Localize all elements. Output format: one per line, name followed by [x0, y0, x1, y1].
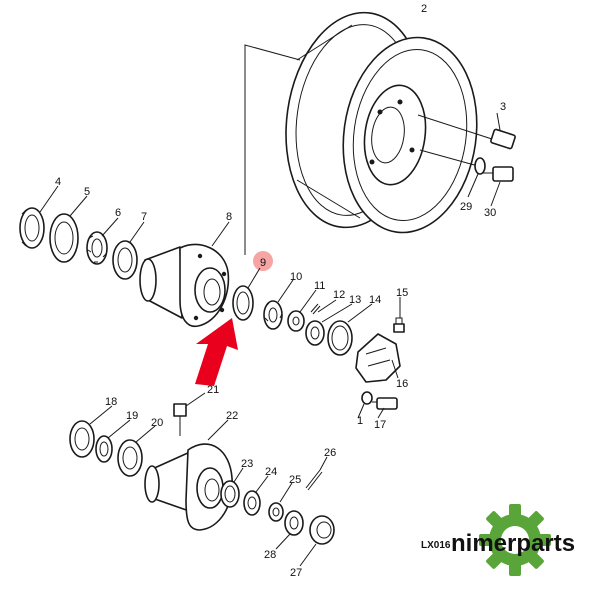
label-16: 16	[396, 378, 408, 390]
label-5: 5	[84, 186, 90, 198]
bearing-cone-24	[243, 490, 261, 516]
seal-23	[220, 480, 240, 508]
cotter-pin-12	[310, 303, 321, 315]
label-15: 15	[396, 287, 408, 299]
seal-9[interactable]	[232, 285, 254, 321]
label-26: 26	[324, 447, 336, 459]
label-17: 17	[374, 419, 386, 431]
bearing-cone-6	[86, 231, 108, 265]
drawing-code: LX016	[421, 540, 451, 551]
hub-22	[144, 443, 233, 531]
seal-5	[49, 213, 79, 263]
brand-logo: nimerparts	[451, 504, 575, 576]
bearing-cone-19	[95, 435, 113, 463]
label-30: 30	[484, 207, 496, 219]
label-14: 14	[369, 294, 381, 306]
wheel-rim	[285, 11, 478, 234]
highlight-arrow	[195, 318, 238, 386]
label-7: 7	[141, 211, 147, 223]
label-27: 27	[290, 567, 302, 579]
label-2: 2	[421, 3, 427, 15]
label-8: 8	[226, 211, 232, 223]
label-1: 1	[357, 415, 363, 427]
label-11: 11	[314, 280, 325, 292]
bearing-cup-20	[117, 439, 143, 477]
grease-fitting-21	[173, 403, 187, 436]
label-12: 12	[333, 289, 345, 301]
label-23: 23	[241, 458, 253, 470]
bolt-1-and-17	[361, 391, 398, 410]
highlight-marker[interactable]	[253, 251, 273, 271]
hub-8	[139, 243, 230, 328]
dust-cap-27	[309, 515, 335, 545]
castle-nut-28	[284, 510, 304, 536]
label-29: 29	[460, 201, 472, 213]
label-24: 24	[265, 466, 277, 478]
label-9: 9	[260, 257, 266, 269]
bearing-cone-10	[263, 300, 283, 330]
washer-11	[287, 310, 305, 332]
label-3: 3	[500, 101, 506, 113]
seal-18	[69, 420, 95, 458]
label-10: 10	[290, 271, 302, 283]
label-19: 19	[126, 410, 138, 422]
label-6: 6	[115, 207, 121, 219]
label-4: 4	[55, 176, 61, 188]
label-18: 18	[105, 396, 117, 408]
label-21: 21	[207, 384, 219, 396]
leader-lines	[39, 112, 501, 567]
label-13: 13	[349, 294, 361, 306]
brand-name: nimerparts	[451, 530, 575, 557]
grease-fitting-15	[393, 317, 405, 333]
castle-nut-13	[305, 320, 325, 346]
wheel-bolts	[417, 114, 516, 182]
label-22: 22	[226, 410, 238, 422]
label-25: 25	[289, 474, 301, 486]
label-28: 28	[264, 549, 276, 561]
gear-icon	[479, 504, 551, 576]
washer-25	[268, 502, 284, 522]
seal-4	[19, 207, 45, 249]
gasket-14	[327, 320, 353, 356]
part-labels: 1 2 3 4 5 6 7 8 9 10 11 12 13 14 15 16 1…	[55, 3, 506, 579]
label-20: 20	[151, 417, 163, 429]
bearing-cup-7	[112, 240, 138, 280]
hub-cap-16	[355, 333, 401, 383]
cotter-pin-26	[305, 469, 323, 491]
